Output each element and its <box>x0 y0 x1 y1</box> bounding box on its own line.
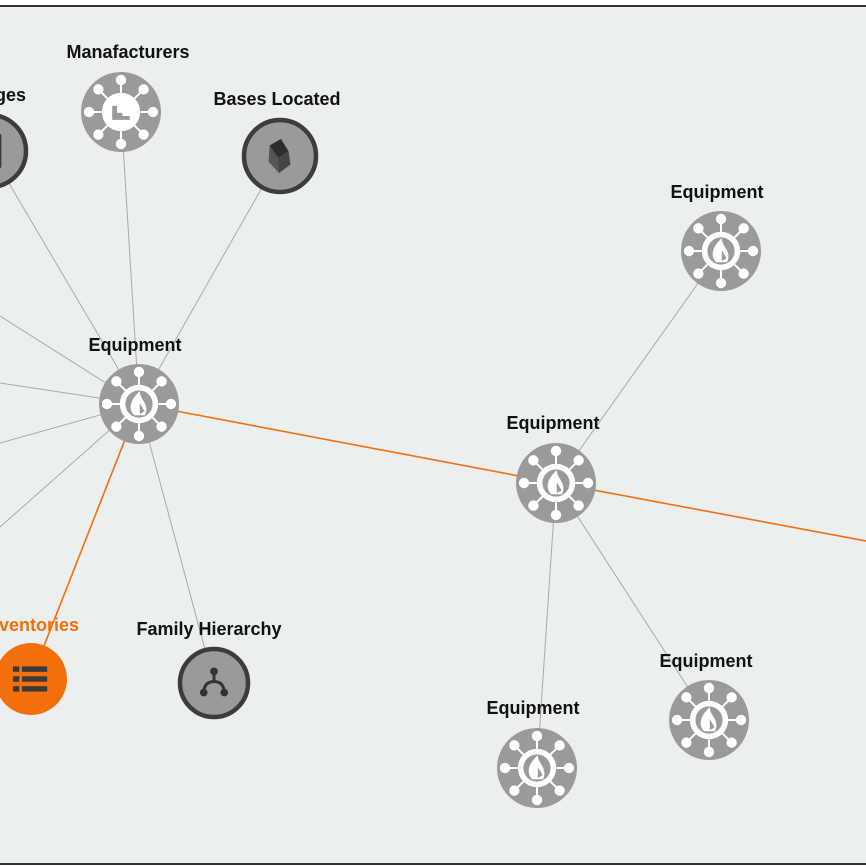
node-label: Equipment <box>89 335 182 355</box>
node-equipment-bottom[interactable] <box>497 728 577 808</box>
edge-equipment-main-to-inventories[interactable] <box>30 403 140 680</box>
node-equipment-main[interactable] <box>99 364 179 444</box>
equipment-hub-icon <box>683 213 759 289</box>
node-bases-located[interactable] <box>241 117 319 195</box>
edge-equipment-main-to-manufacturers[interactable] <box>120 111 140 405</box>
edge-equipment-main-to-bases-located[interactable] <box>138 155 281 405</box>
node-circle <box>0 114 29 188</box>
node-label: Equipment <box>660 651 753 671</box>
node-label: Equipment <box>507 413 600 433</box>
equipment-hub-icon <box>671 682 747 758</box>
node-label: Equipment <box>487 698 580 718</box>
edge-equipment-center-to-equipment-bottom[interactable] <box>536 482 557 769</box>
hierarchy-icon <box>199 667 229 697</box>
edge-equipment-main-to-ranges[interactable] <box>0 151 140 405</box>
node-equipment-top-right[interactable] <box>681 211 761 291</box>
edge-offscreen-4[interactable] <box>555 482 866 542</box>
edges-layer <box>0 111 866 769</box>
edge-equipment-main-to-equipment-center[interactable] <box>138 403 557 484</box>
node-label: Bases Located <box>213 89 340 109</box>
node-equipment-bottom-right[interactable] <box>669 680 749 760</box>
node-label: ventories <box>0 615 79 635</box>
node-ranges[interactable] <box>0 114 29 188</box>
node-label: Manafacturers <box>66 42 189 62</box>
box-icon <box>0 133 2 169</box>
factory-hub-icon <box>83 74 159 150</box>
list-icon <box>13 666 48 692</box>
node-family-hierarchy[interactable] <box>177 646 251 720</box>
equipment-hub-icon <box>518 445 594 521</box>
edge-equipment-center-to-equipment-bottom-right[interactable] <box>555 482 710 721</box>
cube-icon <box>268 138 291 174</box>
node-label: Equipment <box>671 182 764 202</box>
equipment-hub-icon <box>101 366 177 442</box>
node-equipment-center[interactable] <box>516 443 596 523</box>
node-label: ges <box>0 85 26 105</box>
node-label: Family Hierarchy <box>136 619 281 639</box>
node-inventories[interactable] <box>0 643 67 715</box>
edge-equipment-center-to-equipment-top-right[interactable] <box>555 250 722 484</box>
node-manufacturers[interactable] <box>81 72 161 152</box>
equipment-hub-icon <box>499 730 575 806</box>
edge-equipment-main-to-family-hierarchy[interactable] <box>138 403 215 684</box>
